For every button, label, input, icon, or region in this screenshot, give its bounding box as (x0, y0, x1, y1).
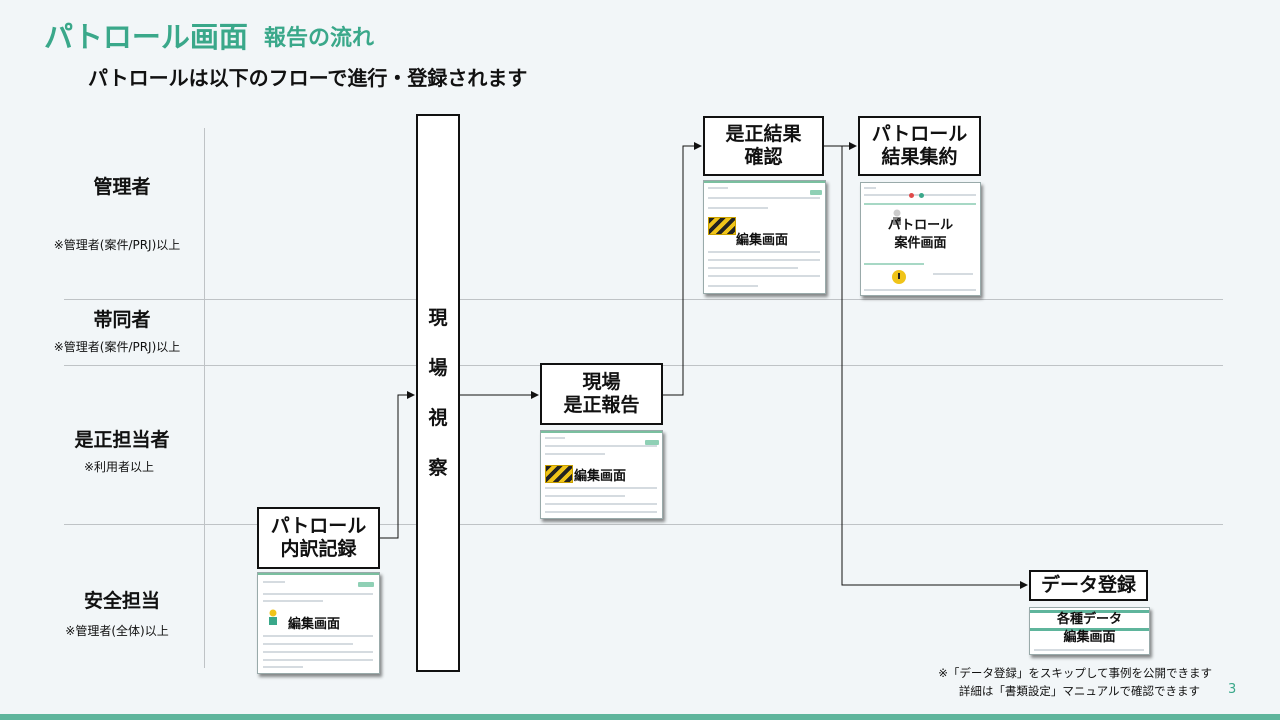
hazard-stripe-icon (708, 217, 736, 235)
data-register-thumbnail: 各種データ 編集画面 (1029, 607, 1150, 655)
worker-figure-icon (889, 209, 905, 227)
hazard-stripe-icon (545, 465, 573, 483)
arrow-record-to-visit (380, 391, 415, 539)
role-note-safety: ※管理者(全体)以上 (65, 624, 169, 638)
data-thumb-caption-1: 各種データ (1056, 612, 1122, 627)
role-note-admin: ※管理者(案件/PRJ)以上 (53, 238, 181, 252)
patrol-record-label: パトロール 内訳記録 (270, 515, 367, 560)
arrow-report-to-confirm (663, 142, 702, 396)
page-subtitle: 報告の流れ (264, 26, 375, 51)
bottom-accent-bar (0, 714, 1280, 720)
role-note-corrector: ※利用者以上 (83, 460, 155, 474)
site-visit-bar: 現 場 視 察 (416, 114, 460, 672)
site-report-box: 現場 是正報告 (540, 363, 663, 425)
lead-text: パトロールは以下のフローで進行・登録されます (88, 66, 528, 90)
confirm-thumbnail: 編集画面 (703, 180, 826, 294)
patrol-record-thumbnail: 編集画面 (257, 572, 380, 674)
page-number: 3 (1228, 682, 1237, 697)
summary-thumb-caption-2: 案件画面 (894, 236, 947, 251)
confirm-box: 是正結果 確認 (703, 116, 824, 176)
status-dot-icon (919, 193, 924, 198)
summary-thumbnail: パトロール 案件画面 (860, 182, 981, 296)
confirm-label: 是正結果 確認 (725, 123, 802, 168)
arrow-to-data-register (841, 146, 1028, 589)
confirm-thumb-caption: 編集画面 (736, 233, 789, 248)
site-visit-char-3: 視 (428, 407, 448, 429)
site-visit-char-1: 現 (428, 307, 448, 329)
warning-figure-icon (891, 269, 907, 287)
lane-divider-3 (64, 524, 1223, 525)
status-dot-icon (909, 193, 914, 198)
summary-thumb-caption-1: パトロール (887, 218, 954, 233)
worker-figure-icon (265, 609, 281, 627)
footnote-line-2: 詳細は「書類設定」マニュアルで確認できます (958, 684, 1200, 698)
site-report-label: 現場 是正報告 (563, 371, 640, 416)
site-visit-char-4: 察 (428, 457, 448, 479)
role-name-safety: 安全担当 (83, 590, 160, 612)
site-report-thumb-caption: 編集画面 (574, 469, 627, 484)
role-note-companion: ※管理者(案件/PRJ)以上 (53, 340, 181, 354)
data-register-label: データ登録 (1040, 574, 1136, 597)
patrol-record-thumb-caption: 編集画面 (288, 617, 341, 632)
role-name-companion: 帯同者 (93, 309, 151, 331)
lane-divider-1 (64, 299, 1223, 300)
lane-divider-vertical (204, 128, 205, 668)
patrol-record-box: パトロール 内訳記録 (257, 507, 380, 569)
summary-label: パトロール 結果集約 (871, 123, 968, 168)
site-visit-char-2: 場 (428, 357, 448, 379)
data-register-box: データ登録 (1029, 570, 1148, 601)
site-report-thumbnail: 編集画面 (540, 430, 663, 519)
data-thumb-caption-2: 編集画面 (1063, 630, 1116, 645)
role-name-admin: 管理者 (93, 176, 151, 198)
footnote-line-1: ※「データ登録」をスキップして事例を公開できます (938, 666, 1212, 680)
summary-box: パトロール 結果集約 (858, 116, 981, 176)
page-title: パトロール画面 (44, 20, 248, 54)
role-name-corrector: 是正担当者 (74, 429, 170, 451)
